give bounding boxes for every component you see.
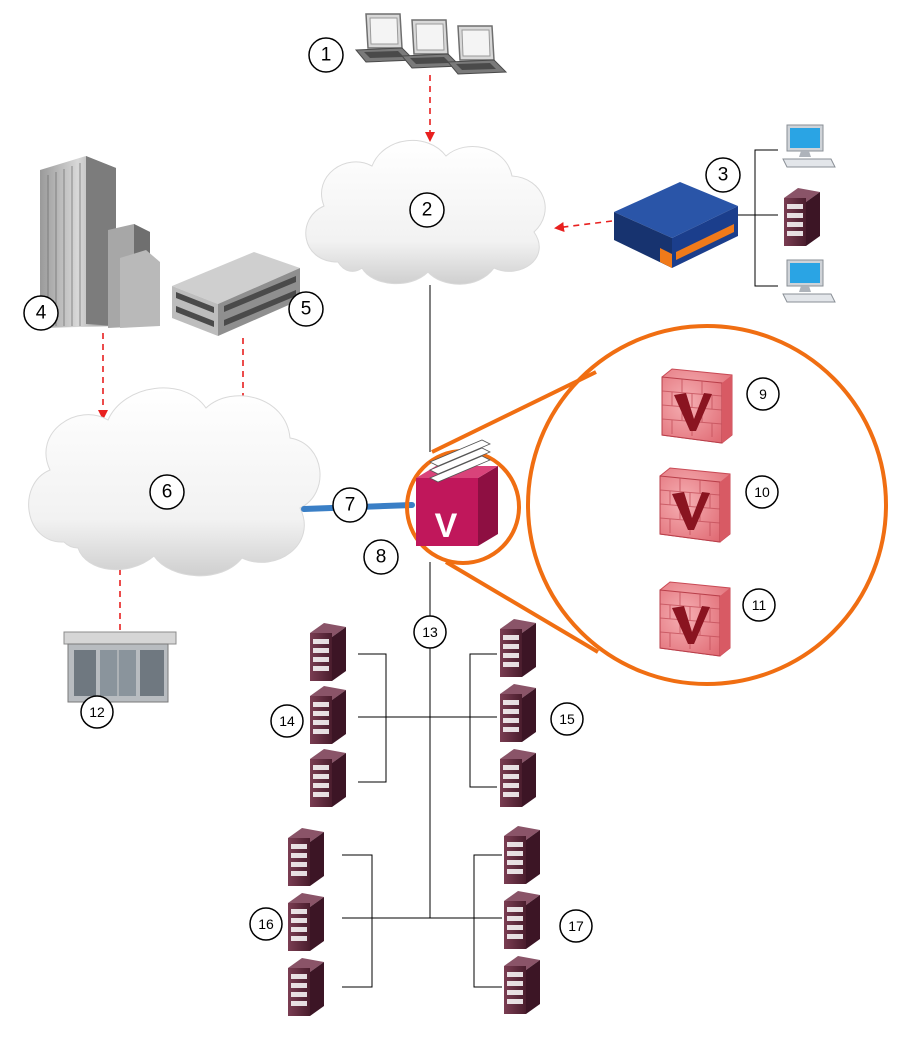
appliance-letter: V	[435, 507, 458, 545]
firewall-icon	[659, 581, 731, 657]
server-group-15	[500, 619, 536, 807]
storage-appliance-icon: V	[416, 439, 498, 546]
server-icon	[784, 188, 820, 246]
badge-label: 1	[321, 45, 332, 66]
badge-6: 6	[149, 474, 185, 510]
server-icon	[504, 826, 540, 884]
badge-label: 12	[89, 704, 105, 720]
server-icon	[500, 749, 536, 807]
badge-17: 17	[559, 909, 593, 943]
bracket-group17	[473, 854, 502, 988]
badge-label: 3	[718, 165, 729, 186]
server-icon	[310, 686, 346, 744]
badge-9: 9	[746, 377, 780, 411]
badge-13: 13	[413, 615, 447, 649]
server-icon	[310, 623, 346, 681]
badge-label: 6	[162, 482, 173, 503]
badge-2: 2	[409, 192, 445, 228]
server-group-16	[288, 828, 324, 1016]
router-icon	[614, 182, 738, 268]
server-group-17	[504, 826, 540, 1014]
badge-3: 3	[705, 157, 741, 193]
bracket-desktops	[754, 149, 778, 287]
badge-label: 4	[36, 303, 47, 324]
badge-label: 8	[376, 547, 387, 568]
badge-label: 9	[759, 386, 767, 402]
laptop-icon	[447, 25, 507, 75]
badge-7: 7	[332, 487, 368, 523]
badge-label: 10	[754, 484, 770, 500]
badge-label: 15	[559, 711, 575, 727]
badge-label: 17	[568, 918, 584, 934]
badge-label: 2	[422, 200, 433, 221]
server-icon	[310, 749, 346, 807]
server-icon	[500, 684, 536, 742]
arrow-router-to-cloud2	[554, 220, 613, 232]
badge-8: 8	[363, 539, 399, 575]
badge-12: 12	[80, 695, 114, 729]
server-icon	[504, 891, 540, 949]
firewall-icon	[661, 368, 733, 444]
server-icon	[504, 956, 540, 1014]
badge-4: 4	[23, 295, 59, 331]
building-icon	[40, 156, 160, 328]
kiosk-icon	[63, 631, 177, 703]
server-icon	[288, 828, 324, 886]
badge-14: 14	[270, 704, 304, 738]
desktop-icon	[782, 259, 836, 303]
laptop-icon	[355, 13, 415, 63]
building-icon	[172, 252, 300, 336]
badge-10: 10	[745, 475, 779, 509]
badge-label: 16	[258, 916, 274, 932]
server-icon	[288, 893, 324, 951]
desktop-icon	[782, 124, 836, 168]
firewall-icon	[659, 467, 731, 543]
badge-label: 11	[752, 597, 767, 613]
number-badges: 1 2 3 4 5 6 7 8 9 10 11 12 13 14 15 16 1…	[23, 37, 780, 943]
badge-15: 15	[550, 702, 584, 736]
server-group-14	[310, 623, 346, 807]
badge-16: 16	[249, 907, 283, 941]
bracket-group14	[358, 653, 387, 783]
badge-11: 11	[742, 588, 776, 622]
server-icon	[288, 958, 324, 1016]
laptop-icon	[401, 19, 461, 69]
badge-label: 14	[279, 713, 295, 729]
badge-label: 5	[301, 299, 312, 320]
badge-5: 5	[288, 291, 324, 327]
badge-label: 7	[345, 495, 356, 516]
bracket-group16	[342, 854, 373, 988]
desktop-group	[782, 124, 836, 303]
bracket-group15	[469, 653, 497, 788]
badge-1: 1	[308, 37, 344, 73]
server-icon	[500, 619, 536, 677]
laptop-icon-group	[355, 13, 507, 75]
badge-label: 13	[422, 624, 438, 640]
